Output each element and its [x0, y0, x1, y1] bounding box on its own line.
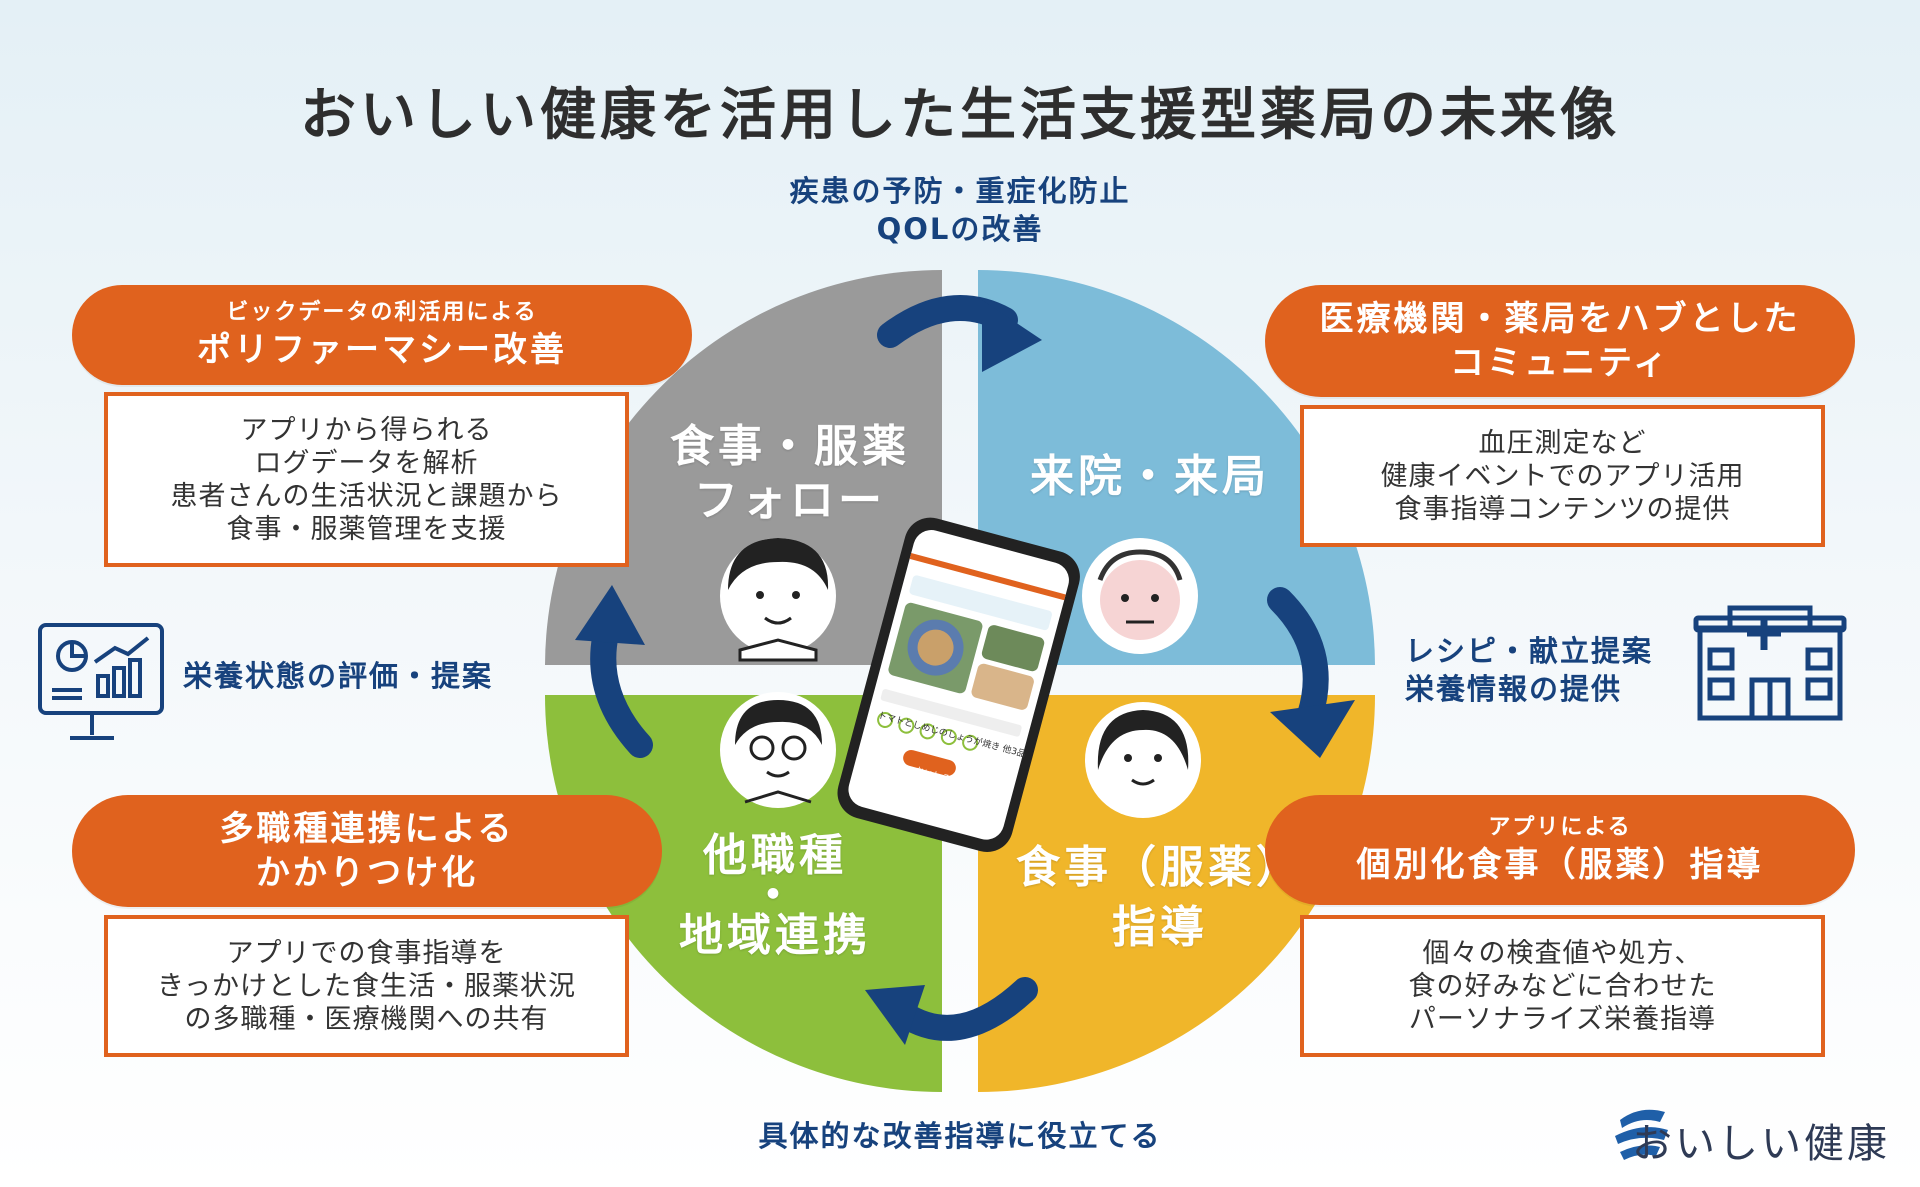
quadrant-label-top-left: 食事・服薬 フォロー	[640, 420, 940, 528]
card-bottom-left-line: アプリでの食事指導を	[226, 937, 507, 969]
quadrant-bottom-right-line1: 食事（服薬）	[1016, 842, 1304, 893]
brand-name: おいしい健康	[1632, 1121, 1890, 1167]
patient-man-avatar	[1082, 538, 1198, 654]
card-top-left-line: アプリから得られる	[240, 414, 493, 446]
hospital-icon	[1693, 605, 1847, 721]
brand: おいしい健康	[1564, 1111, 1890, 1169]
card-top-left-line: 患者さんの生活状況と課題から	[170, 480, 563, 512]
card-top-right-line: 食事指導コンテンツの提供	[1394, 493, 1731, 525]
card-top-right-line: 血圧測定など	[1478, 427, 1647, 459]
card-bottom-right-pill-subtitle: アプリによる	[1488, 815, 1632, 840]
page-title: おいしい健康を活用した生活支援型薬局の未来像	[300, 83, 1620, 148]
quadrant-bottom-right	[978, 695, 1375, 1092]
card-bottom-right-line: 個々の検査値や処方、	[1422, 937, 1703, 969]
right-caption-line2: 栄養情報の提供	[1405, 672, 1623, 706]
quadrant-top-left	[545, 270, 942, 665]
card-bottom-left-line: の多職種・医療機関への共有	[184, 1003, 549, 1035]
quadrant-bottom-left-line1: 他職種	[703, 830, 847, 881]
monitor-chart-icon	[38, 623, 164, 740]
card-top-left-line: 食事・服薬管理を支援	[226, 513, 507, 545]
card-top-right-pill-title1: 医療機関・薬局をハブとした	[1319, 299, 1801, 339]
quadrant-label-bottom-right: 食事（服薬） 指導	[1010, 838, 1310, 958]
card-bottom-right-pill: アプリによる 個別化食事（服薬）指導	[1265, 795, 1855, 905]
card-top-left-pill-title: ポリファーマシー改善	[197, 330, 567, 370]
card-top-left-pill: ビックデータの利活用による ポリファーマシー改善	[72, 285, 692, 385]
bottom-caption: 具体的な改善指導に役立てる	[758, 1119, 1162, 1153]
card-bottom-right-body: 個々の検査値や処方、 食の好みなどに合わせた パーソナライズ栄養指導	[1300, 915, 1825, 1057]
card-bottom-left-pill-title1: 多職種連携による	[219, 809, 515, 849]
pharmacist-avatar	[720, 692, 836, 808]
arrow-heads	[575, 300, 1355, 1045]
brand-logo-icon	[1615, 1109, 1668, 1160]
card-bottom-right-pill-title: 個別化食事（服薬）指導	[1356, 845, 1764, 885]
smartphone-icon	[837, 517, 1080, 852]
card-top-left-pill-subtitle: ビックデータの利活用による	[226, 300, 538, 325]
quadrant-bottom-left-line3: 地域連携	[679, 910, 871, 961]
quadrant-label-bottom-left: 他職種 ・ 地域連携	[640, 830, 910, 961]
card-bottom-left-body: アプリでの食事指導を きっかけとした食生活・服薬状況 の多職種・医療機関への共有	[104, 915, 629, 1057]
top-caption-line1: 疾患の予防・重症化防止	[789, 174, 1131, 208]
card-bottom-right-line: パーソナライズ栄養指導	[1408, 1003, 1717, 1035]
quadrant-top-left-line1: 食事・服薬	[670, 421, 910, 472]
top-caption: 疾患の予防・重症化防止 QOLの改善	[660, 172, 1260, 248]
card-top-left-body: アプリから得られる ログデータを解析 患者さんの生活状況と課題から 食事・服薬管…	[104, 392, 629, 567]
quadrant-bottom-right-line2: 指導	[1112, 902, 1208, 953]
card-top-right-body: 血圧測定など 健康イベントでのアプリ活用 食事指導コンテンツの提供	[1300, 405, 1825, 547]
card-top-right-pill-title2: コミュニティ	[1450, 343, 1670, 383]
left-caption: 栄養状態の評価・提案	[183, 659, 494, 693]
quadrant-bottom-left-line2: ・	[751, 870, 799, 921]
quadrant-top-right-line1: 来院・来局	[1030, 451, 1270, 502]
right-caption-line1: レシピ・献立提案	[1405, 634, 1654, 668]
card-bottom-left-line: きっかけとした食生活・服薬状況	[157, 970, 576, 1002]
card-bottom-left-pill: 多職種連携による かかりつけ化	[72, 795, 662, 907]
dietitian-woman-avatar	[1085, 702, 1201, 818]
right-caption: レシピ・献立提案 栄養情報の提供	[1405, 632, 1653, 708]
quadrant-top-left-line2: フォロー	[694, 475, 886, 526]
card-bottom-left-pill-title2: かかりつけ化	[255, 853, 479, 893]
card-top-left-line: ログデータを解析	[254, 447, 479, 479]
card-top-right-pill: 医療機関・薬局をハブとした コミュニティ	[1265, 285, 1855, 397]
card-bottom-right-line: 食の好みなどに合わせた	[1408, 970, 1717, 1002]
quadrant-label-top-right: 来院・来局	[1000, 450, 1300, 504]
top-caption-line2: QOLの改善	[876, 212, 1044, 246]
card-top-right-line: 健康イベントでのアプリ活用	[1380, 460, 1745, 492]
staff-woman-avatar	[720, 538, 836, 662]
